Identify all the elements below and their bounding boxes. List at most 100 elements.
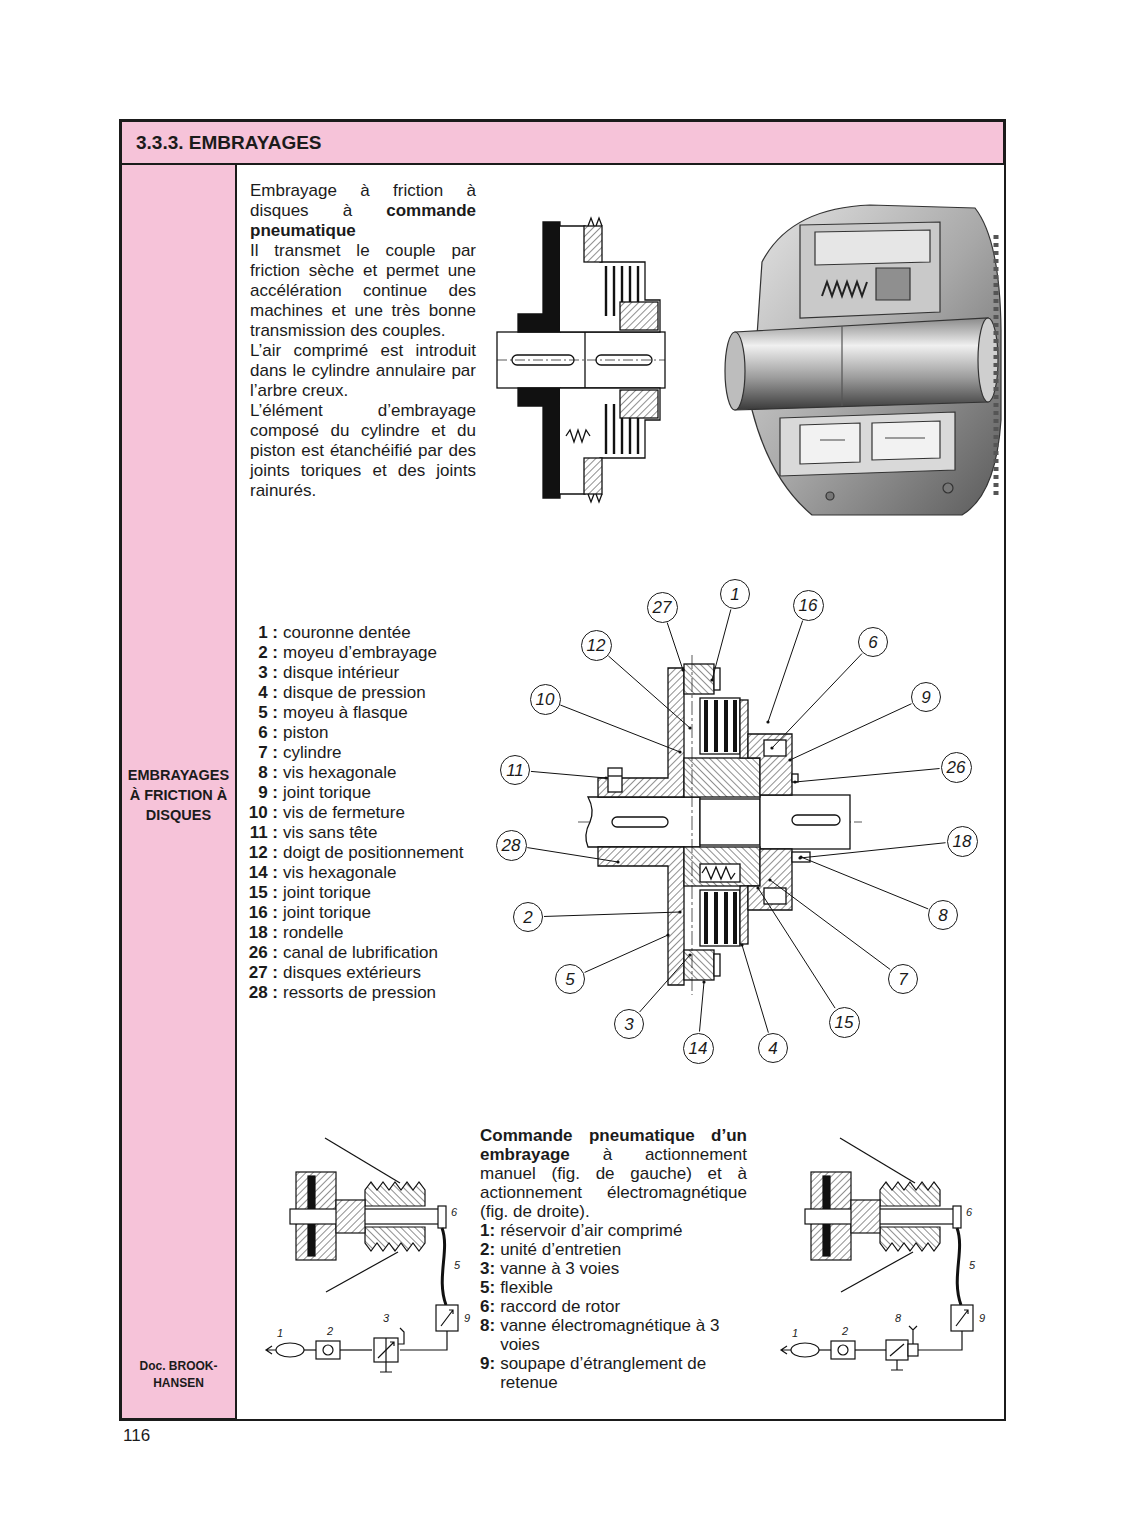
item-number: 9:: [480, 1354, 495, 1373]
clutch-cutaway-view: [876, 268, 910, 300]
part-number: 9 :: [246, 783, 278, 803]
list-row: 2:unité d’entretien: [480, 1240, 747, 1259]
clutch-cutaway-view: [815, 230, 930, 265]
part-number: 16 :: [246, 903, 278, 923]
leader-dot: [770, 746, 773, 749]
part-name: couronne dentée: [283, 623, 473, 643]
part-number: 6 :: [246, 723, 278, 743]
clutch-section-sketch: [512, 355, 574, 365]
clutch-assembly-section: [692, 655, 693, 995]
leader-dot: [788, 758, 791, 761]
callout-circle: 16: [793, 590, 824, 621]
clutch-section-sketch: [588, 218, 602, 226]
part-name: moyeu à flasque: [283, 703, 473, 723]
clutch-section-sketch: [584, 332, 585, 388]
part-name: joint torique: [283, 883, 473, 903]
clutch-cutaway-view: [943, 483, 953, 493]
figure-callout: 5: [968, 1259, 976, 1271]
leader-line: [544, 912, 680, 916]
clutch-section-sketch: [560, 388, 660, 494]
item-number: 1:: [480, 1221, 495, 1240]
list-row: 26 :canal de lubrification: [246, 943, 473, 963]
part-name: canal de lubrification: [283, 943, 473, 963]
callout-circle: 28: [496, 830, 527, 861]
list-row: 8 :vis hexagonale: [246, 763, 473, 783]
list-row: 7 :cylindre: [246, 743, 473, 763]
clutch-section-sketch: [620, 302, 658, 330]
paragraph-text: L’air comprimé est introduit dans le cyl…: [250, 341, 476, 401]
clutch-assembly-section: [684, 758, 760, 797]
clutch-assembly-section: [700, 890, 740, 946]
leader-line: [758, 888, 835, 1008]
part-number: 11 :: [246, 823, 278, 843]
callout-circle: 5: [555, 964, 585, 994]
list-row: 1 :couronne dentée: [246, 623, 473, 643]
part-name: cylindre: [283, 743, 473, 763]
clutch-section-sketch: [584, 458, 602, 494]
clutch-assembly-section: [704, 700, 737, 944]
callout-circle: 26: [941, 752, 972, 783]
leader-line: [608, 656, 690, 728]
paragraph-text: Il transmet le couple par friction sèche…: [250, 241, 476, 341]
clutch-cutaway-view: [826, 492, 834, 500]
text-block: Embrayage à friction à disques à command…: [250, 181, 476, 501]
title-band: 3.3.3. EMBRAYAGES: [120, 120, 1005, 165]
list-row: 14 :vis hexagonale: [246, 863, 473, 883]
clutch-section-sketch: [588, 494, 602, 502]
part-name: vis hexagonale: [283, 763, 473, 783]
clutch-section-sketch: [566, 430, 590, 442]
clutch-section-sketch: [605, 266, 607, 316]
clutch-assembly-section: [740, 886, 748, 944]
part-number: 15 :: [246, 883, 278, 903]
callout-number: 18: [953, 833, 972, 850]
leader-dot: [710, 678, 713, 681]
leader-dot: [740, 943, 743, 946]
leader-line: [585, 935, 668, 972]
figure-callout: 5: [453, 1259, 461, 1271]
clutch-assembly-section: [704, 700, 708, 752]
clutch-cutaway-view: [780, 412, 955, 476]
callout-number: 5: [565, 971, 574, 988]
leader-dot: [756, 886, 759, 889]
item-number: 6:: [480, 1297, 495, 1316]
clutch-assembly-section: [684, 847, 760, 886]
callout-circle: 14: [683, 1033, 714, 1064]
clutch-assembly-section: [733, 892, 737, 944]
leader-dot: [678, 910, 681, 913]
callout-number: 11: [506, 762, 524, 779]
clutch-assembly-section: [700, 864, 740, 882]
part-name: doigt de positionnement: [283, 843, 473, 863]
clutch-cutaway-view: [872, 421, 940, 460]
clutch-cutaway-view: [841, 326, 842, 406]
part-name: joint torique: [283, 783, 473, 803]
clutch-section-sketch: [596, 355, 652, 365]
clutch-cutaway-view: [725, 332, 745, 410]
part-number: 10 :: [246, 803, 278, 823]
part-number: 7 :: [246, 743, 278, 763]
clutch-assembly-section: [608, 768, 622, 792]
callout-number: 15: [835, 1014, 854, 1031]
leader-dot: [681, 668, 684, 671]
part-number: 8 :: [246, 763, 278, 783]
list-row: 15 :joint torique: [246, 883, 473, 903]
clutch-cutaway-view: [820, 438, 925, 440]
clutch-assembly-section: [714, 700, 718, 752]
clutch-assembly-section: [598, 847, 684, 985]
leader-dot: [666, 933, 669, 936]
clutch-section-sketch: [518, 388, 560, 498]
side-band: EMBRAYAGES À FRICTION À DISQUESDoc. BROO…: [120, 165, 237, 1420]
callout-number: 4: [768, 1040, 777, 1057]
callout-circle: 1: [720, 579, 750, 609]
parts-list: 1 :couronne dentée2 :moyeu d’embrayage3 …: [246, 623, 473, 1003]
clutch-assembly-section: [792, 815, 840, 825]
clutch-section-sketch: [620, 390, 658, 418]
clutch-assembly-section: [724, 700, 728, 752]
manual-valve: [374, 1328, 404, 1372]
part-name: moyeu d’embrayage: [283, 643, 473, 663]
paragraph: Embrayage à friction à disques à command…: [250, 181, 476, 241]
solenoid-valve: [891, 1360, 903, 1370]
manual-valve: [374, 1338, 398, 1362]
list-row: 4 :disque de pression: [246, 683, 473, 703]
leader-dot: [798, 856, 801, 859]
part-number: 12 :: [246, 843, 278, 863]
